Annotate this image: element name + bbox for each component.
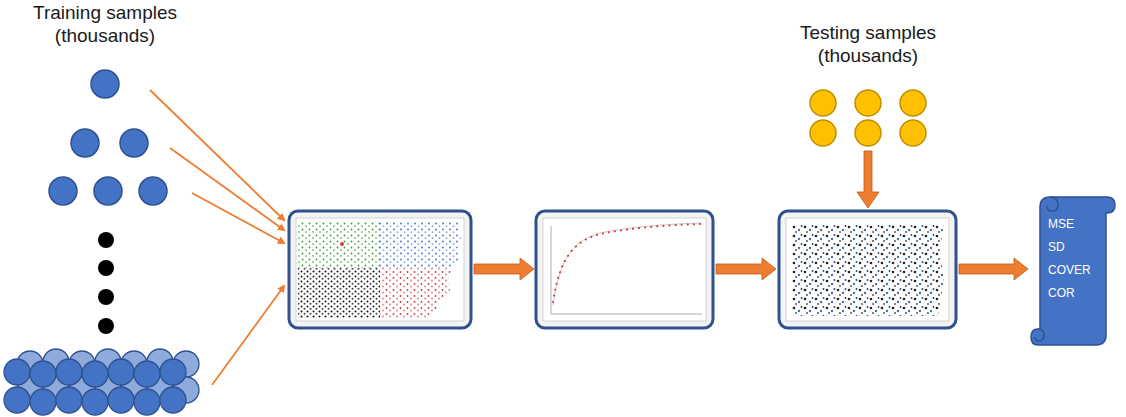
metric-name: MSE <box>1030 213 1116 236</box>
feed-arrows <box>150 90 284 385</box>
training-circles <box>49 70 167 205</box>
metric-name: COR <box>1030 282 1116 305</box>
metric-name: SD <box>1030 236 1116 259</box>
caption-label: Training samples (thousands) <box>5 1 205 47</box>
caption-label: Testing samples (thousands) <box>768 21 968 67</box>
curve-panel <box>536 211 713 328</box>
flow-arrows <box>474 151 1028 280</box>
metrics-list: MSESDCOVERCOR <box>1030 195 1116 305</box>
metric-name: COVER <box>1030 259 1116 282</box>
testing-circles <box>810 90 926 146</box>
test-panel <box>779 211 956 328</box>
ellipsis-dots <box>98 232 114 334</box>
training-cluster <box>4 349 199 415</box>
cluster-panel <box>289 211 471 328</box>
metrics-scroll: MSESDCOVERCOR <box>1030 195 1116 347</box>
